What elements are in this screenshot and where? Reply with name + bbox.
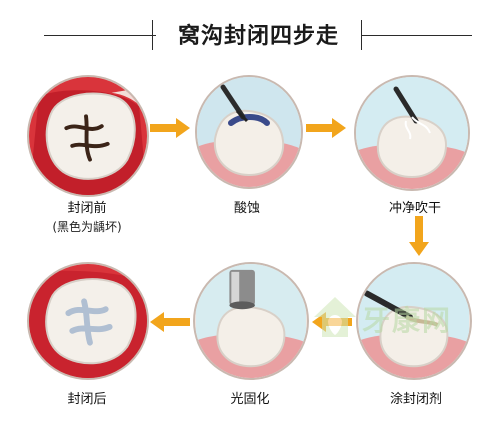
- watermark-logo-icon: [314, 297, 356, 337]
- title-rule-right: [362, 35, 472, 36]
- step-rinse-dry-label: 冲净吹干: [388, 201, 441, 216]
- arrow-right-2: [306, 118, 346, 138]
- step-etch-label: 酸蚀: [233, 201, 260, 216]
- step-after-label: 封闭后: [67, 392, 107, 407]
- arrow-down: [409, 216, 429, 256]
- step-light-cure-label: 光固化: [230, 392, 270, 407]
- title-tick-left: [152, 20, 153, 50]
- step-after-illustration: [27, 262, 149, 380]
- step-before-note: (黑色为龋坏): [52, 220, 122, 234]
- title-rule-left: [44, 35, 156, 36]
- arrow-right-1: [150, 118, 190, 138]
- step-etch-illustration: [195, 75, 303, 189]
- diagram-title: 窝沟封闭四步走: [177, 23, 339, 49]
- step-rinse-dry-illustration: [354, 75, 470, 191]
- step-before-illustration: [27, 75, 149, 197]
- watermark: 牙康网: [312, 293, 492, 343]
- step-apply-sealant-illustration: [356, 262, 472, 380]
- watermark-text: 牙康网: [362, 304, 453, 337]
- step-light-cure-illustration: [193, 262, 309, 380]
- step-before-label: 封闭前: [67, 201, 107, 216]
- arrow-left-2: [150, 312, 190, 332]
- title-tick-right: [361, 20, 362, 50]
- title-bar: 窝沟封闭四步走: [0, 0, 500, 70]
- step-apply-sealant-label: 涂封闭剂: [389, 392, 442, 407]
